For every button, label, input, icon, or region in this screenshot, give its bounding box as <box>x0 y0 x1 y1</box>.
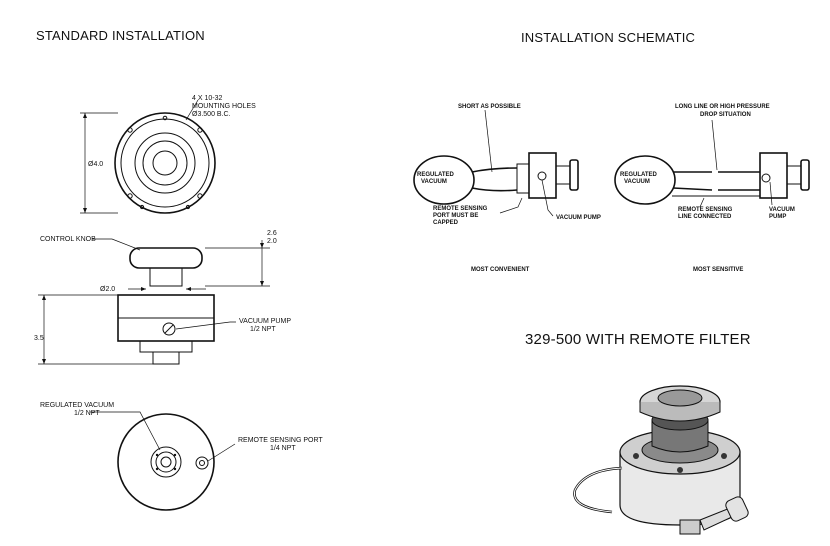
side-view-drawing <box>38 238 270 365</box>
long-line-label-2: DROP SITUATION <box>700 112 751 118</box>
right-pump-label-2: PUMP <box>769 214 786 220</box>
remote-filter-heading: 329-500 WITH REMOTE FILTER <box>525 331 751 348</box>
remote-port-capped-label-1: REMOTE SENSING <box>433 206 488 212</box>
remote-sensing-connected-label-2: LINE CONNECTED <box>678 214 732 220</box>
remote-filter-illustration <box>573 385 749 535</box>
left-vessel-label-2: VACUUM <box>421 179 447 185</box>
most-sensitive-caption: MOST SENSITIVE <box>693 267 743 273</box>
right-pump-label-1: VACUUM <box>769 207 795 213</box>
left-vessel-label-1: REGULATED <box>417 172 455 178</box>
installation-schematic-heading: INSTALLATION SCHEMATIC <box>521 30 696 45</box>
mounting-holes-label-3: Ø3.500 B.C. <box>192 111 231 118</box>
remote-port-capped-label-2: PORT MUST BE <box>433 213 478 219</box>
top-diameter-label: Ø4.0 <box>88 161 103 168</box>
remote-sensing-connected-label-1: REMOTE SENSING <box>678 207 733 213</box>
right-vessel-label-2: VACUUM <box>624 179 650 185</box>
vacuum-pump-npt: 1/2 NPT <box>250 326 276 333</box>
schematic-left-drawing <box>413 109 579 217</box>
left-pump-label: VACUUM PUMP <box>556 215 601 221</box>
regulated-vacuum-label: REGULATED VACUUM <box>40 402 114 409</box>
most-convenient-caption: MOST CONVENIENT <box>471 267 530 273</box>
top-dimension-2: 2.0 <box>267 238 277 245</box>
schematic-right-drawing <box>614 119 810 208</box>
bottom-view-drawing <box>90 411 236 511</box>
top-view-drawing <box>80 99 216 214</box>
regulated-vacuum-npt: 1/2 NPT <box>74 410 100 417</box>
remote-port-capped-label-3: CAPPED <box>433 220 459 226</box>
stem-diameter-label: Ø2.0 <box>100 286 115 293</box>
height-label: 3.5 <box>34 335 44 342</box>
mounting-holes-label-2: MOUNTING HOLES <box>192 103 256 110</box>
remote-port-label: REMOTE SENSING PORT <box>238 437 323 444</box>
long-line-label-1: LONG LINE OR HIGH PRESSURE <box>675 104 770 110</box>
short-as-possible-label: SHORT AS POSSIBLE <box>458 104 521 110</box>
standard-installation-heading: STANDARD INSTALLATION <box>36 28 205 43</box>
vacuum-pump-label: VACUUM PUMP <box>239 318 291 325</box>
remote-port-npt: 1/4 NPT <box>270 445 296 452</box>
mounting-holes-label-1: 4 X 10-32 <box>192 95 222 102</box>
top-dimension-1: 2.6 <box>267 230 277 237</box>
right-vessel-label-1: REGULATED <box>620 172 658 178</box>
control-knob-label: CONTROL KNOB <box>40 236 96 243</box>
